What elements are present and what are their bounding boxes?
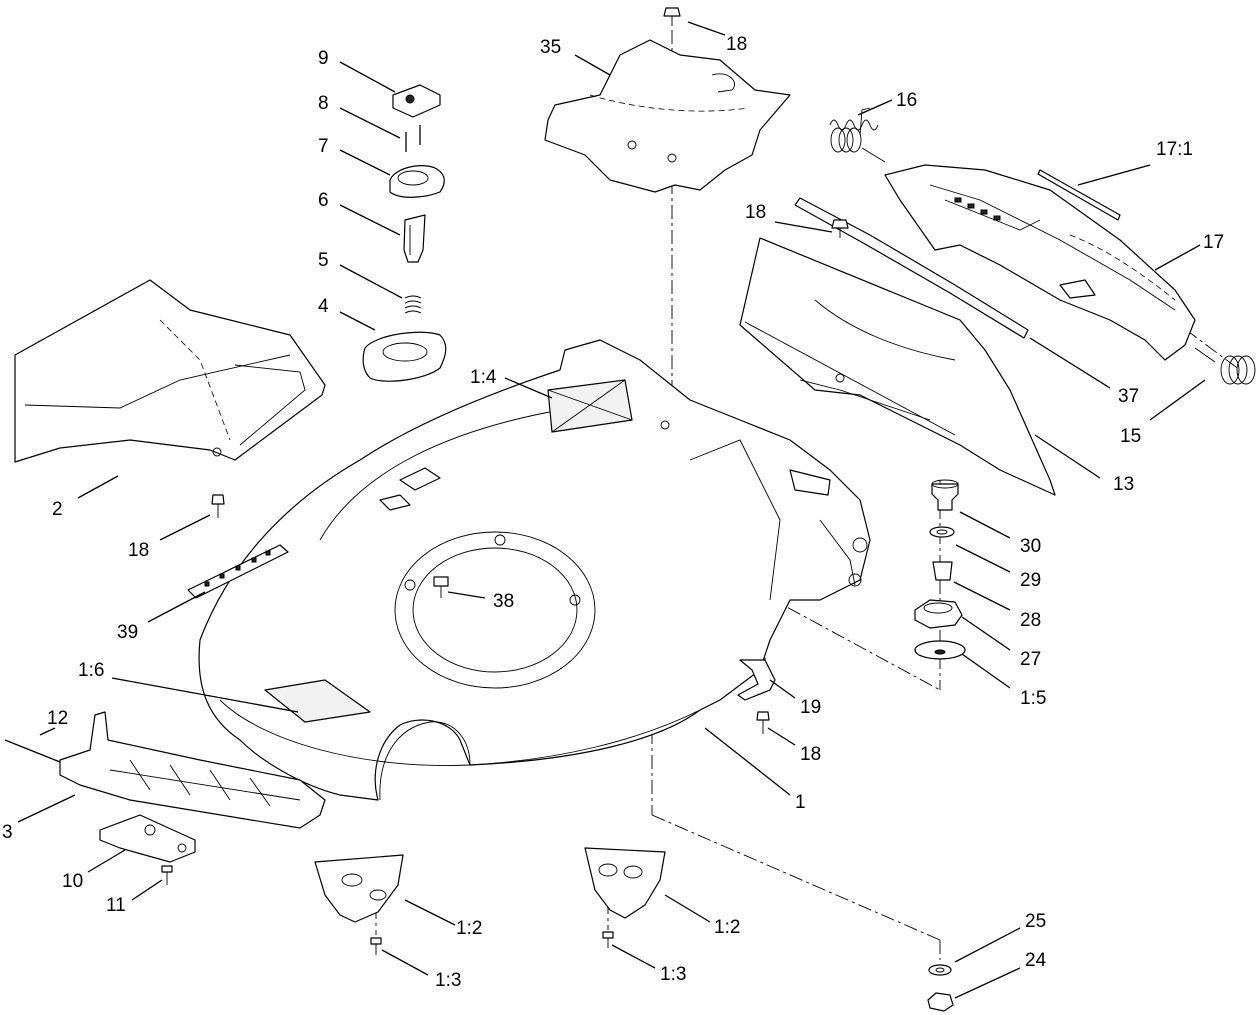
wheel-cover-left (314, 854, 404, 923)
callout-1-6: 1:6 (78, 660, 104, 681)
callout-18-deflector: 18 (745, 202, 766, 223)
chute-screw (161, 865, 173, 885)
callout-6: 6 (318, 190, 329, 211)
callout-19: 19 (800, 697, 821, 718)
top-cover-plate (544, 39, 791, 193)
hinge-rod (794, 197, 1029, 339)
bolt-top (663, 7, 681, 26)
callout-29: 29 (1020, 570, 1041, 591)
side-discharge-chute (59, 711, 326, 829)
rear-door (884, 164, 1196, 361)
torsion-spring-right (1194, 347, 1256, 385)
torsion-spring-left (829, 107, 886, 163)
callout-8: 8 (318, 93, 329, 114)
callout-12: 12 (47, 708, 68, 729)
callout-28: 28 (1020, 610, 1041, 631)
callout-3: 3 (2, 822, 13, 843)
wheel-cover-screw-left (370, 937, 382, 955)
washout-washer (929, 526, 955, 538)
washout-insert (932, 561, 953, 581)
callout-39: 39 (117, 622, 138, 643)
callout-24: 24 (1025, 950, 1047, 971)
callout-4: 4 (318, 296, 329, 317)
bolt-bracket (756, 711, 770, 734)
callout-labels: 9 8 7 6 5 4 35 18 16 17:1 18 17 37 15 13… (2, 34, 1224, 991)
rear-deflector (739, 237, 1056, 496)
mounting-bracket (737, 659, 776, 701)
door-strip (1037, 169, 1121, 221)
callout-9: 9 (318, 48, 329, 69)
callout-38: 38 (493, 591, 514, 612)
height-decal-strip (187, 544, 289, 599)
center-screw (433, 576, 449, 598)
callout-1-5: 1:5 (1020, 688, 1046, 709)
height-spring (404, 295, 422, 314)
callout-1-3-right: 1:3 (660, 964, 686, 985)
callout-27: 27 (1020, 649, 1041, 670)
bolt-rear-cover (211, 494, 225, 518)
height-base (362, 331, 447, 382)
height-plunger (403, 214, 426, 263)
height-collar (389, 165, 445, 198)
callout-13: 13 (1113, 474, 1134, 495)
callout-17: 17 (1203, 232, 1224, 253)
chute-rod (4, 739, 61, 763)
callout-1-3-left: 1:3 (435, 970, 461, 991)
rear-discharge-cover (14, 279, 326, 463)
washout-decal (914, 640, 966, 660)
callout-17-1: 17:1 (1156, 139, 1193, 160)
callout-18-cover: 18 (128, 540, 149, 561)
height-pins (405, 125, 421, 152)
nut-bottom (927, 992, 954, 1012)
callout-1: 1 (795, 792, 806, 813)
callout-18-top: 18 (726, 34, 747, 55)
chute-hinge-bracket (99, 814, 196, 863)
callout-18-bracket: 18 (800, 744, 821, 765)
washout-fitting (931, 479, 959, 511)
bolt-deflector (831, 219, 849, 238)
callout-5: 5 (318, 250, 329, 271)
callout-11: 11 (106, 895, 126, 916)
wheel-cover-screw-right (602, 931, 614, 948)
rear-label-plate (547, 379, 633, 433)
callout-2: 2 (52, 499, 63, 520)
callout-16: 16 (896, 90, 917, 111)
callout-30: 30 (1020, 536, 1041, 557)
callout-25: 25 (1025, 911, 1046, 932)
washout-nut (914, 599, 963, 629)
callout-37: 37 (1118, 386, 1139, 407)
callout-35: 35 (540, 37, 561, 58)
washer-bottom (928, 964, 952, 976)
height-knob-cap (392, 84, 441, 118)
callout-1-2-left: 1:2 (456, 918, 482, 939)
callout-1-4: 1:4 (470, 367, 497, 388)
mower-deck-housing (198, 339, 871, 801)
callout-10: 10 (62, 871, 83, 892)
callout-1-2-right: 1:2 (714, 917, 740, 938)
callout-15: 15 (1120, 426, 1141, 447)
callout-7: 7 (318, 136, 329, 157)
leader-lines (17, 21, 1206, 999)
wheel-cover-right (584, 847, 666, 919)
